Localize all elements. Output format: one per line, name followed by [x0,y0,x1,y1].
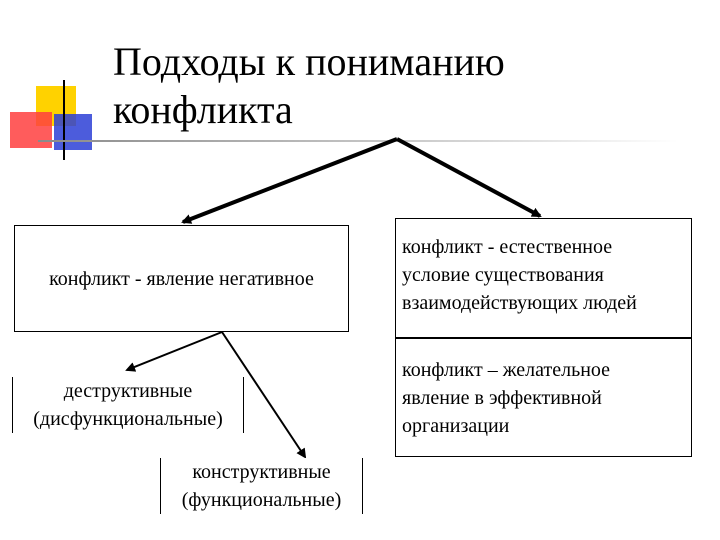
logo-vertical-line [63,80,65,160]
logo-red-square [10,112,52,148]
constructive-label: конструктивные (функциональные) [160,458,363,514]
approaches-divider [396,337,691,339]
positive-approaches-box: конфликт - естественное условие существо… [395,218,692,457]
slide-title: Подходы к пониманию конфликта [113,39,505,132]
arrow-to-negative [181,137,398,224]
arrow-to-constructive [221,331,307,459]
natural-approach-text: конфликт - естественное условие существо… [402,236,637,314]
negative-approach-text: конфликт - явление негативное [49,267,314,290]
title-underline [38,140,678,142]
desirable-approach-text: конфликт – желательное явление в эффекти… [402,359,611,437]
arrow-to-natural [396,137,542,218]
destructive-label: деструктивные (дисфункциональные) [12,377,244,433]
negative-approach-box: конфликт - явление негативное [14,225,349,332]
arrow-to-destructive [125,331,223,372]
logo-blue-square [54,114,92,150]
decorative-logo [0,0,100,170]
